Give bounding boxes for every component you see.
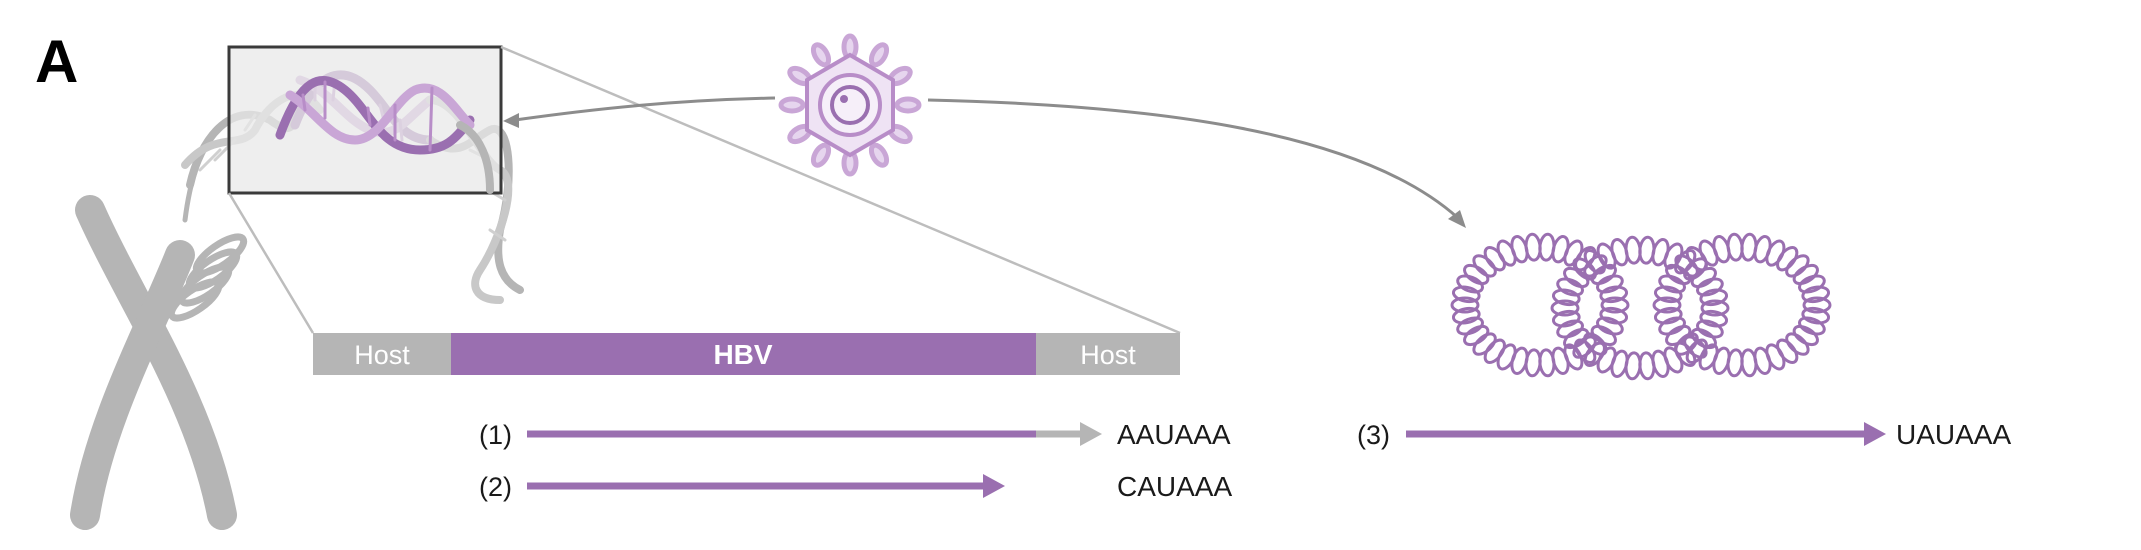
transcript-1-signal: AAUAAA bbox=[1117, 419, 1231, 450]
zoom-projection-lines bbox=[227, 45, 1181, 335]
chromosome-icon bbox=[70, 127, 248, 530]
host-right-label: Host bbox=[1080, 340, 1136, 370]
host-left-label: Host bbox=[354, 340, 410, 370]
transcript-3-number: (3) bbox=[1357, 420, 1390, 450]
hbv-label: HBV bbox=[713, 339, 772, 370]
transcript-1-number: (1) bbox=[479, 420, 512, 450]
panel-label: A bbox=[35, 28, 78, 95]
transcript-2-number: (2) bbox=[479, 472, 512, 502]
transcript-2: (2) CAUAAA bbox=[479, 471, 1232, 502]
transcript-3: (3) UAUAAA bbox=[1357, 419, 2011, 450]
transcript-2-signal: CAUAAA bbox=[1117, 471, 1232, 502]
dna-helix-zoomed bbox=[275, 76, 494, 194]
zoom-box bbox=[227, 45, 503, 195]
host-left-segment bbox=[313, 333, 451, 375]
virus-icon bbox=[778, 33, 922, 177]
transcript-1: (1) AAUAAA bbox=[479, 419, 1231, 450]
host-right-segment bbox=[1036, 333, 1180, 375]
cccdna-rings-icon bbox=[1450, 232, 1832, 381]
integrated-construct: Host HBV Host bbox=[313, 333, 1180, 375]
virus-to-cccdna-arrow bbox=[927, 98, 1466, 228]
virus-to-dna-arrow bbox=[503, 96, 776, 128]
transcript-3-signal: UAUAAA bbox=[1896, 419, 2011, 450]
hbv-segment bbox=[451, 333, 1036, 375]
